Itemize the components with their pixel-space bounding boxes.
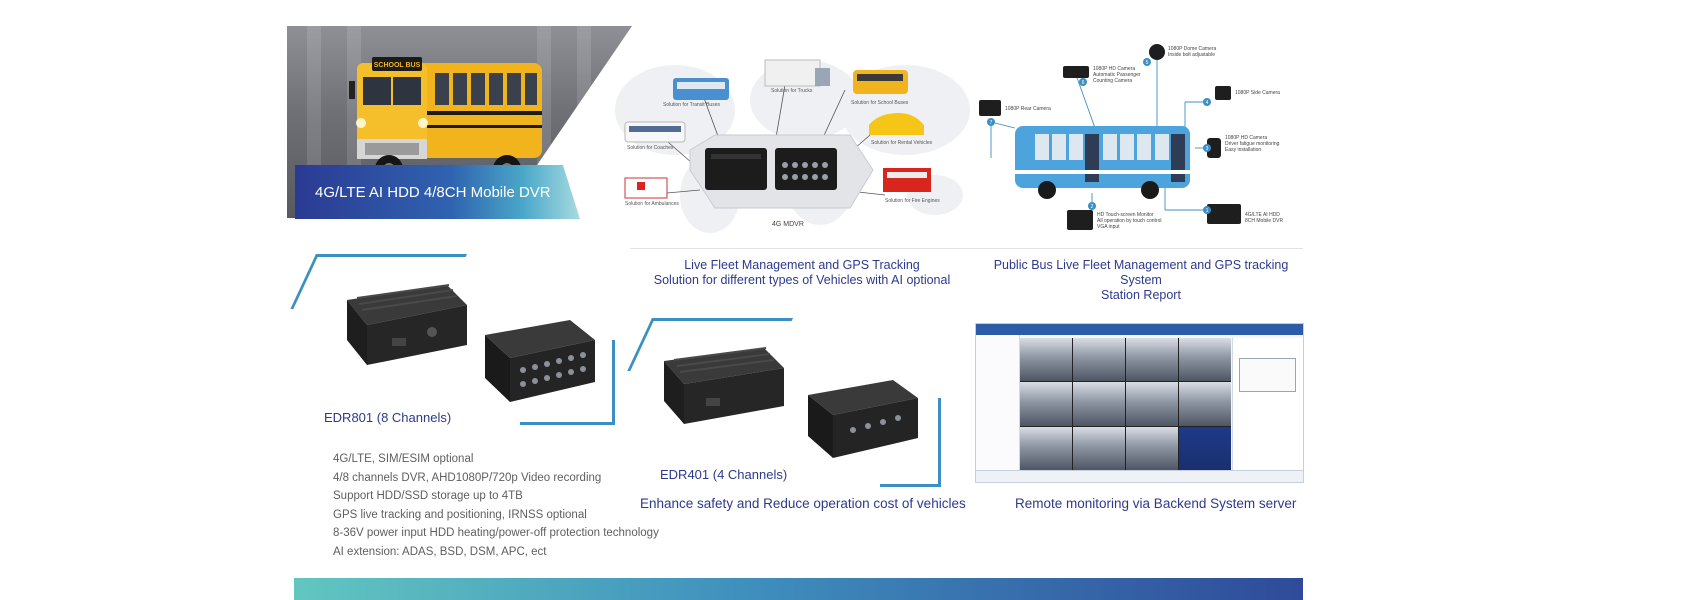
fleet-management-caption: Live Fleet Management and GPS Tracking S… (628, 258, 976, 288)
badge-1: 5 (1146, 60, 1149, 66)
public-bus-caption-line2: Station Report (1101, 288, 1181, 302)
backend-software-screenshot (975, 323, 1304, 483)
spec-item: Support HDD/SSD storage up to 4TB (333, 490, 523, 502)
badge-6: 2 (1091, 204, 1094, 210)
software-status-bar (976, 470, 1303, 482)
spec-item: 8-36V power input HDD heating/power-off … (333, 527, 659, 539)
spec-item: AI extension: ADAS, BSD, DSM, APC, ect (333, 545, 547, 558)
badge-5: 3 (1206, 146, 1209, 152)
badge-3: 7 (990, 120, 993, 126)
solution-label-rental-vehicles: Solution for Rental Vehicles (871, 140, 933, 146)
section-divider (630, 248, 1303, 249)
solution-label-coaches: Solution for Coaches (627, 145, 674, 151)
spec-list: 4G/LTE, SIM/ESIM optional 4/8 channels D… (333, 450, 659, 561)
edr401-bracket-bottom (880, 398, 941, 487)
spec-item: 4/8 channels DVR, AHD1080P/720p Video re… (333, 471, 602, 484)
hero-banner-text: 4G/LTE AI HDD 4/8CH Mobile DVR (315, 183, 551, 201)
public-bus-caption-line1: Public Bus Live Fleet Management and GPS… (993, 258, 1289, 287)
edr801-dvr-front-image (347, 284, 467, 365)
software-video-grid (1020, 338, 1231, 470)
city-bus-illustration: 5 6 7 4 3 2 1 (979, 44, 1241, 230)
solution-label-ambulances: Solution for Ambulances (625, 201, 679, 207)
spec-item: GPS live tracking and positioning, IRNSS… (333, 508, 587, 521)
badge-7: 1 (1206, 208, 1209, 214)
solution-label-transit-buses: Solution for Transit Buses (663, 102, 720, 108)
software-toolbar (976, 324, 1303, 335)
footer-gradient-bar (294, 578, 1303, 600)
software-device-tree (976, 335, 1020, 482)
bus-sign: SCHOOL BUS (374, 62, 421, 69)
badge-4: 4 (1206, 100, 1209, 106)
school-bus-illustration: SCHOOL BUS (349, 57, 542, 183)
solution-label-school-buses: Solution for School Buses (851, 100, 909, 106)
badge-2: 6 (1082, 80, 1085, 86)
edr401-dvr-front-image (664, 347, 784, 424)
vehicle-solutions-diagram: Solution for Transit Buses Solution for … (605, 30, 975, 240)
world-map-background (615, 59, 970, 233)
hero-banner: 4G/LTE AI HDD 4/8CH Mobile DVR (295, 165, 580, 219)
solution-label-fire-engines: Solution for Fire Engines (885, 198, 940, 204)
mdvr-center-label: 4G MDVR (772, 221, 804, 228)
edr401-dvr-rear-image (808, 380, 918, 458)
camera-label-side: 1080P Side Camera (1235, 90, 1280, 96)
software-side-panel (1232, 338, 1303, 470)
edr801-label: EDR801 (8 Channels) (324, 410, 452, 425)
solution-label-trucks: Solution for Trucks (771, 88, 813, 94)
edr801-dvr-rear-image (485, 320, 595, 402)
camera-label-rear: 1080P Rear Camera (1005, 106, 1051, 112)
public-bus-caption: Public Bus Live Fleet Management and GPS… (980, 258, 1302, 303)
edr401-label: EDR401 (4 Channels) (660, 467, 788, 482)
spec-item: 4G/LTE, SIM/ESIM optional (333, 453, 474, 465)
edr801-bracket-bottom (520, 340, 615, 425)
fleet-management-caption-line2: Solution for different types of Vehicles… (653, 273, 951, 287)
software-dialog (1239, 358, 1296, 392)
remote-monitoring-caption: Remote monitoring via Backend System ser… (1015, 496, 1297, 511)
fleet-management-caption-line1: Live Fleet Management and GPS Tracking (684, 258, 920, 272)
safety-caption: Enhance safety and Reduce operation cost… (640, 496, 966, 511)
